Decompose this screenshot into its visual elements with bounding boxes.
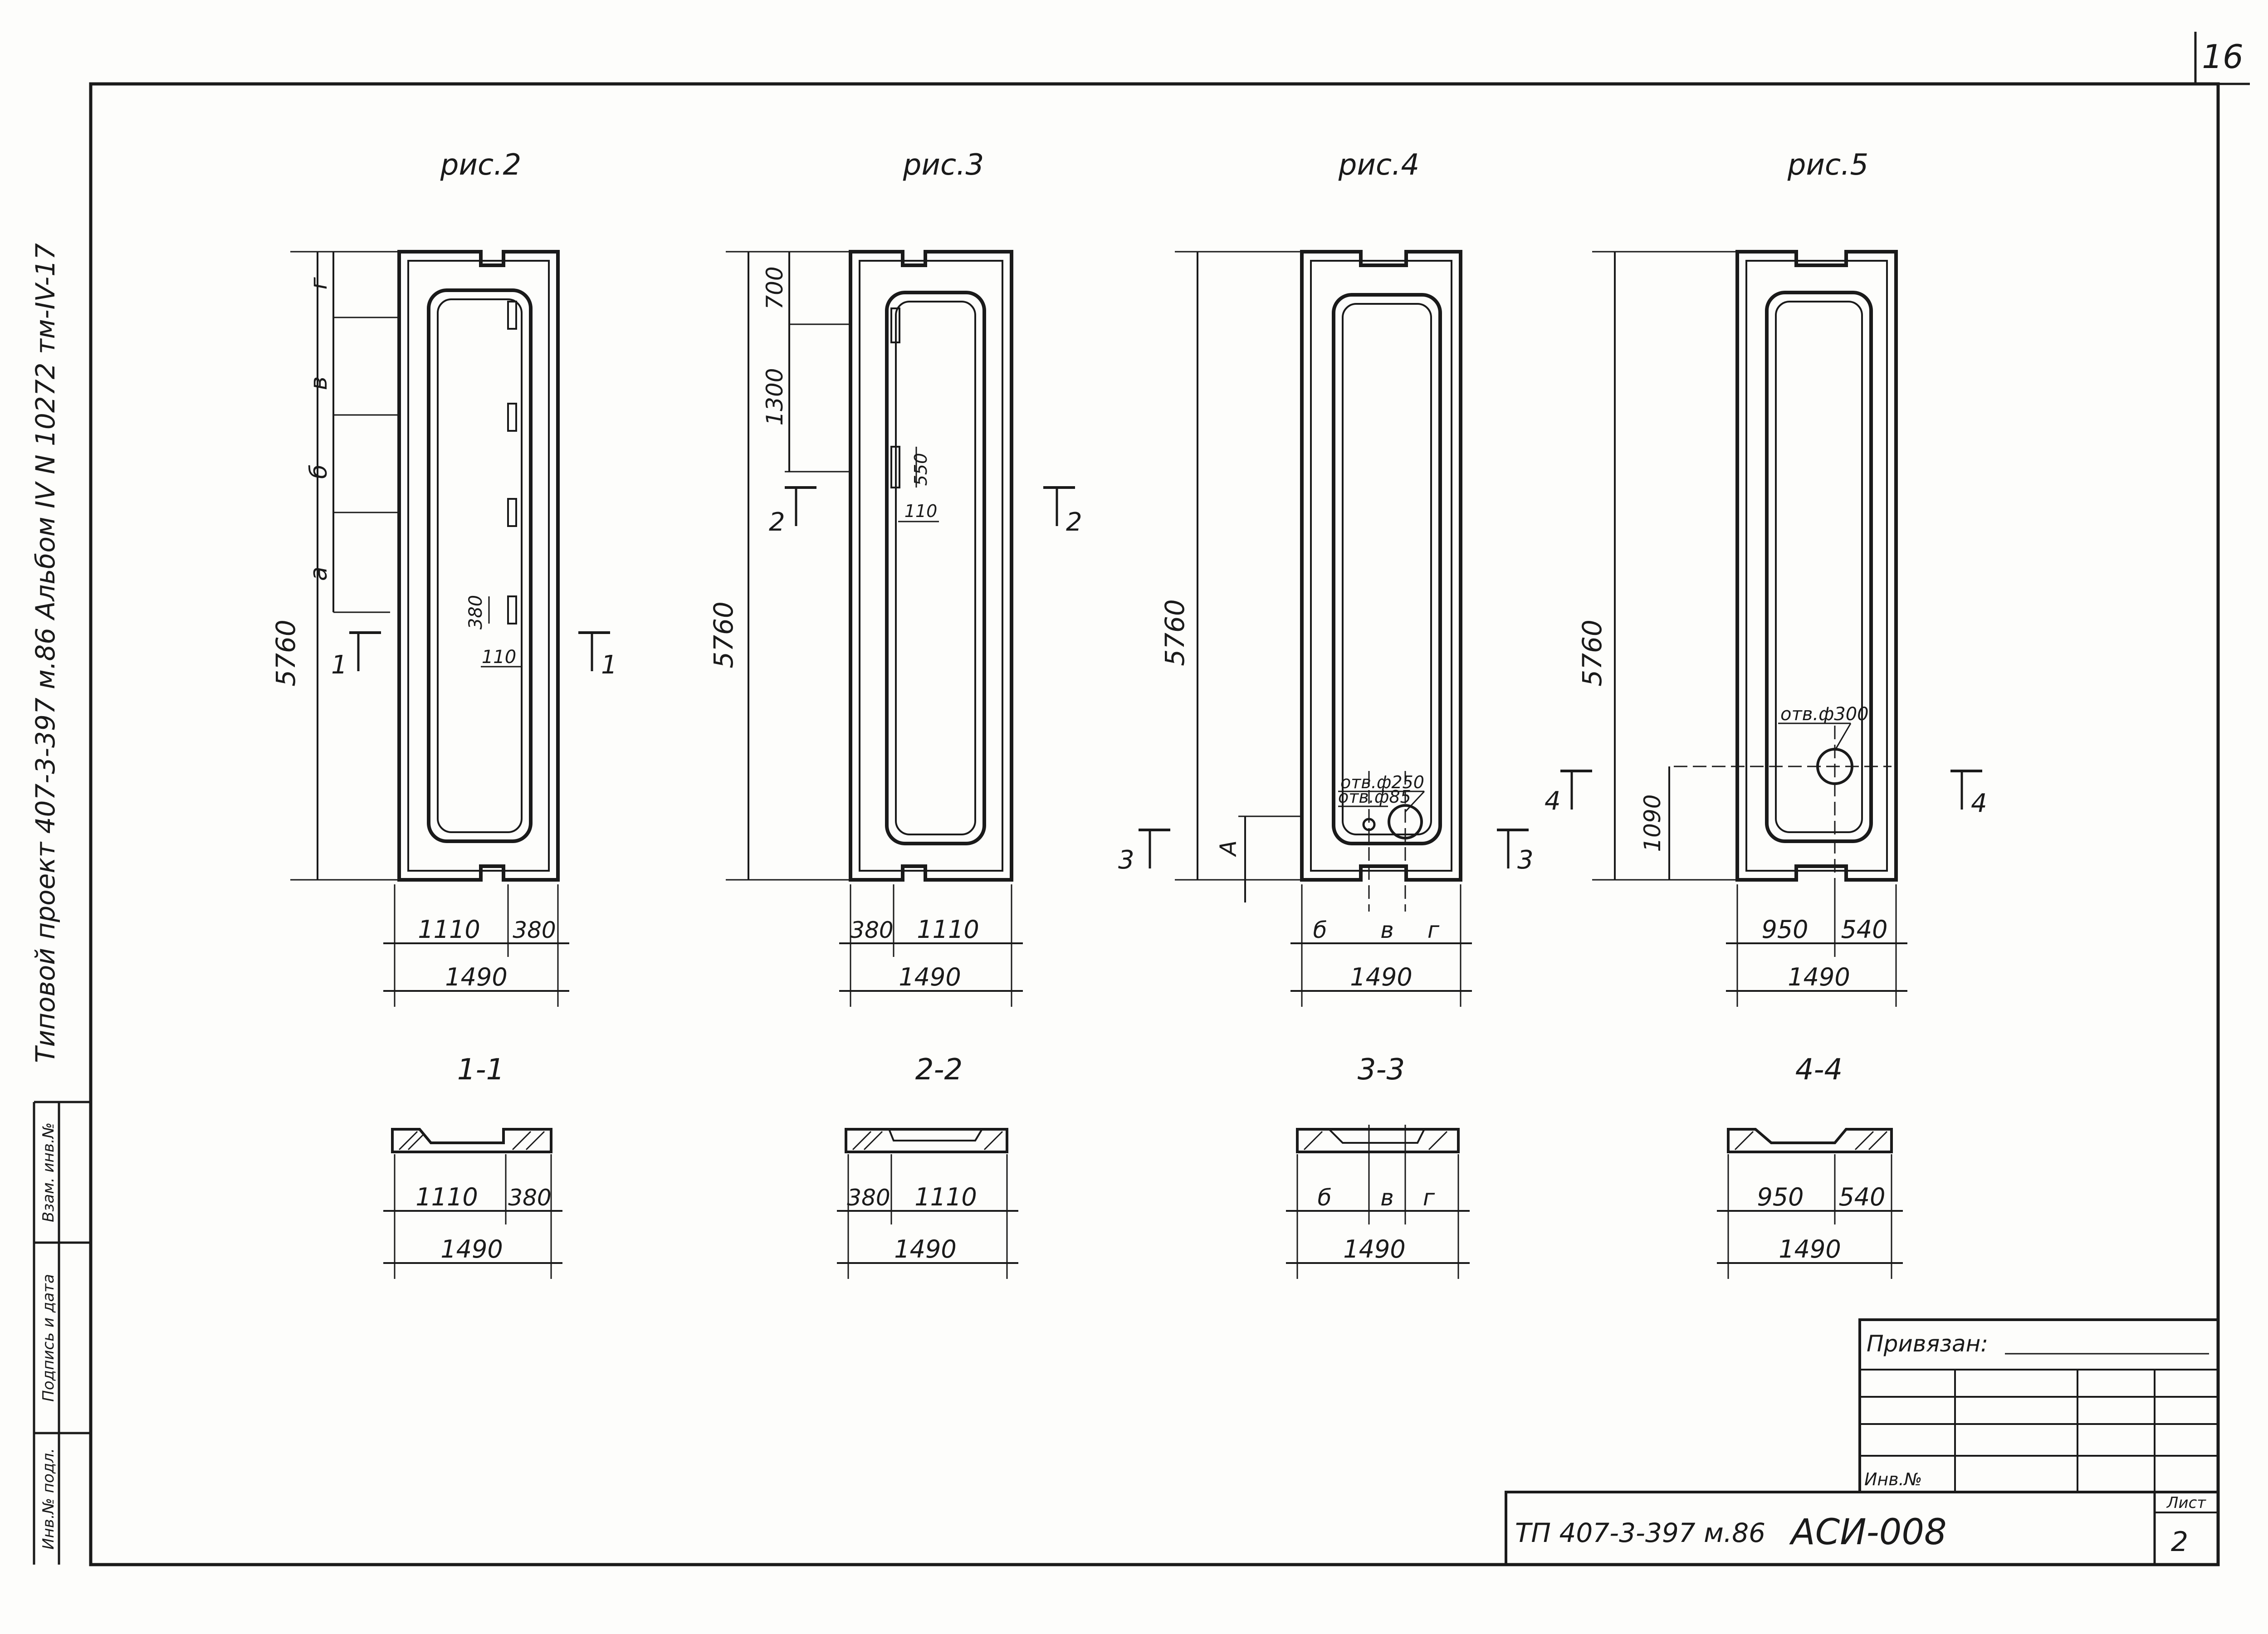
panel-opening	[427, 288, 533, 843]
sheet-frame	[89, 32, 2250, 1566]
section-dim: 950	[1757, 1183, 1804, 1211]
section-title: 4-4	[1795, 1053, 1843, 1087]
cut-mark: 4	[1971, 789, 1987, 818]
figure-4-title: рис.4	[1338, 148, 1419, 182]
notch	[507, 403, 517, 432]
cut-mark: 1	[331, 650, 347, 680]
upper-dim: 1300	[762, 368, 788, 425]
width-dim: 1110	[418, 915, 480, 944]
section-dim: 540	[1838, 1183, 1885, 1211]
notch	[890, 307, 900, 343]
section-dim: 1110	[415, 1183, 478, 1211]
panel-outline	[849, 250, 1013, 882]
width-dim: г	[1427, 917, 1440, 943]
inv-label: Инв.№	[1864, 1469, 1922, 1489]
panel-outline	[397, 250, 560, 882]
project-code: ТП 407-3-397 м.86	[1515, 1517, 1765, 1548]
sheet-number: 2	[2171, 1526, 2188, 1558]
section-dim: г	[1423, 1185, 1435, 1211]
section-dim: в	[1380, 1185, 1393, 1211]
zone-label: г	[305, 277, 332, 290]
width-dim: б	[1313, 917, 1327, 943]
notch-dim: 380	[465, 595, 486, 629]
panel-opening	[1765, 291, 1873, 843]
figure-2-title: рис.2	[440, 148, 521, 182]
notch	[890, 446, 900, 488]
total-width-dim: 1490	[1350, 963, 1412, 991]
width-dim: 1110	[917, 915, 979, 944]
panel-opening	[1332, 293, 1442, 845]
zone-label: б	[305, 464, 332, 479]
hole-label: отв.ф85	[1338, 787, 1411, 807]
notch-dim: 110	[482, 647, 516, 668]
height-dim: 5760	[1577, 619, 1608, 687]
notch	[507, 498, 517, 527]
width-dim: 380	[513, 917, 556, 943]
cut-mark: 4	[1545, 786, 1561, 816]
section-dim: б	[1318, 1185, 1332, 1211]
panel-outline	[1300, 250, 1462, 882]
bound-label: Привязан:	[1867, 1331, 1988, 1357]
total-width-dim: 1490	[445, 963, 507, 991]
figure-5-title: рис.5	[1787, 148, 1868, 182]
figure-3-title: рис.3	[903, 148, 984, 182]
height-dim: 5760	[270, 619, 301, 687]
width-dim: 380	[850, 917, 893, 943]
notch-dim: 550	[911, 453, 931, 486]
hole-label: отв.ф300	[1780, 704, 1869, 725]
side-col-replace: Взам. инв.№	[39, 1122, 58, 1222]
total-width-dim: 1490	[899, 963, 961, 991]
upper-dim: 700	[762, 266, 788, 309]
width-dim: в	[1380, 917, 1393, 943]
section-profile	[1727, 1128, 1893, 1153]
section-total-dim: 1490	[440, 1235, 503, 1263]
zone-label: в	[305, 376, 332, 390]
title-block	[1505, 1318, 2219, 1566]
notch	[507, 595, 517, 624]
cut-mark: 1	[601, 650, 617, 680]
sheet-label: Лист	[2166, 1494, 2206, 1512]
hole-label: отв.ф250	[1340, 772, 1424, 792]
height-dim: 5760	[708, 601, 739, 668]
cut-mark: 2	[769, 507, 785, 537]
width-dim: 950	[1761, 915, 1808, 944]
section-total-dim: 1490	[894, 1235, 956, 1263]
section-total-dim: 1490	[1343, 1235, 1405, 1263]
section-dim: 1110	[914, 1183, 977, 1211]
doc-code: АСИ-008	[1789, 1512, 1946, 1553]
side-project-text: Типовой проект 407-3-397 м.86 Альбом IV …	[30, 243, 61, 1063]
width-dim: 540	[1841, 915, 1887, 944]
zone-label: а	[305, 566, 332, 581]
side-stamp	[33, 1101, 91, 1565]
notch-dim: 110	[904, 501, 938, 521]
figure-3: рис.3 5760 700 1300 550 110 2 2 3	[708, 148, 1082, 1279]
section-dim: 380	[508, 1185, 551, 1211]
panel-outline	[1735, 250, 1898, 882]
section-title: 1-1	[457, 1053, 505, 1087]
cut-mark: 3	[1118, 845, 1134, 875]
figure-2: рис.2 5760 г в б а 380 110 1 1	[270, 148, 617, 1279]
section-dim: 380	[847, 1185, 890, 1211]
section-title: 3-3	[1358, 1053, 1405, 1087]
section-profile	[845, 1128, 1008, 1153]
section-title: 2-2	[915, 1053, 963, 1087]
notch	[507, 301, 517, 330]
page-number: 16	[2202, 38, 2244, 76]
height-dim: 5760	[1159, 599, 1190, 666]
side-col-sign: Подпись и дата	[39, 1274, 58, 1402]
cut-mark: 2	[1066, 507, 1082, 537]
panel-opening	[885, 291, 986, 845]
figure-4: рис.4 отв.ф250 отв.ф85 5760 А 3 3 б	[1118, 148, 1534, 1279]
side-col-inv: Инв.№ подл.	[39, 1448, 58, 1550]
cut-mark: 3	[1517, 845, 1534, 875]
lower-dim: 1090	[1639, 794, 1666, 852]
figure-5: рис.5 отв.ф300 5760 1090 4 4 950 540 1	[1545, 148, 1987, 1279]
zone-label: А	[1215, 840, 1242, 857]
total-width-dim: 1490	[1788, 963, 1850, 991]
section-total-dim: 1490	[1779, 1235, 1841, 1263]
